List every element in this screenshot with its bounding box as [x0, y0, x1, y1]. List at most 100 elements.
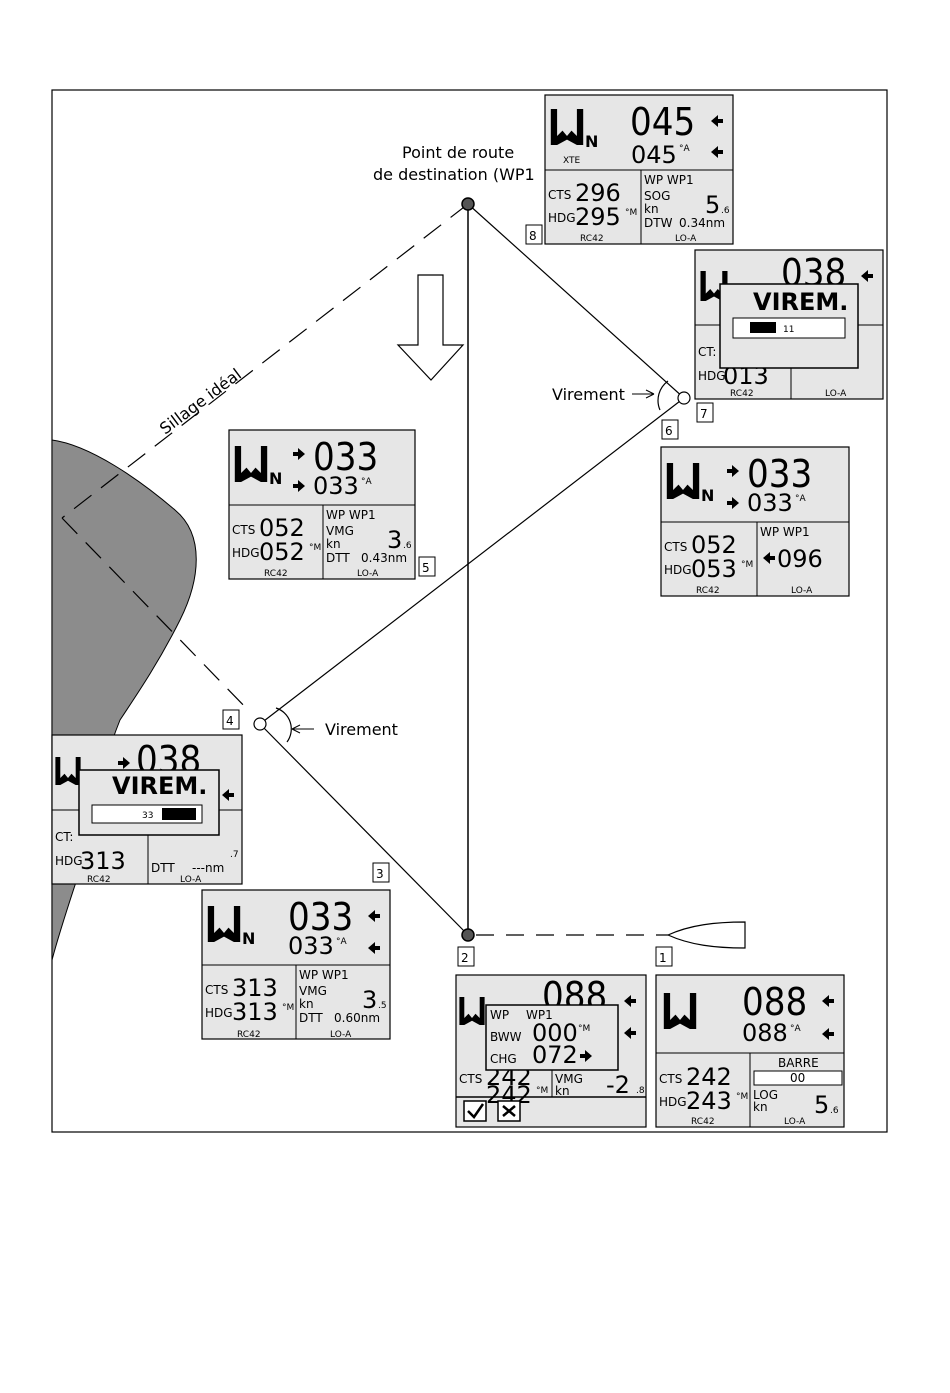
svg-text:RC42: RC42: [696, 586, 720, 596]
display-screen-4: 038 CT: HDG 313 .7 DTT ---nm RC42 LO-A V…: [51, 734, 243, 885]
svg-text:CTS: CTS: [459, 1072, 482, 1086]
svg-text:BWW: BWW: [490, 1030, 522, 1044]
waypoint-label-2: de destination (WP1: [373, 165, 535, 184]
svg-text:045: 045: [631, 141, 677, 169]
svg-text:RC42: RC42: [730, 389, 754, 399]
svg-text:°A: °A: [679, 144, 691, 154]
svg-text:°M: °M: [625, 208, 637, 218]
display-screen-8: N XTE 045 045 °A CTS 296 HDG 295 °M WP W…: [544, 94, 734, 245]
svg-text:N: N: [242, 929, 255, 948]
svg-text:242: 242: [686, 1063, 732, 1091]
step-marker-4: 4: [222, 709, 240, 730]
svg-text:033: 033: [313, 435, 378, 479]
svg-text:N: N: [585, 132, 598, 151]
svg-text:RC42: RC42: [691, 1117, 715, 1127]
svg-text:HDG: HDG: [659, 1095, 687, 1109]
svg-text:.5: .5: [378, 1001, 387, 1011]
svg-text:33: 33: [142, 811, 153, 821]
svg-text:RC42: RC42: [580, 234, 604, 244]
svg-text:HDG: HDG: [548, 211, 576, 225]
svg-text:XTE: XTE: [563, 156, 581, 166]
svg-text:°M: °M: [741, 560, 753, 570]
svg-text:LO-A: LO-A: [357, 569, 379, 579]
svg-text:°M: °M: [536, 1086, 548, 1096]
svg-text:053: 053: [691, 555, 737, 583]
tack-arc-left: [275, 707, 292, 743]
svg-text:HDG: HDG: [55, 854, 83, 868]
svg-text:295: 295: [575, 203, 621, 231]
svg-text:°M: °M: [736, 1092, 748, 1102]
svg-text:0.34nm: 0.34nm: [679, 216, 725, 230]
tack-point-right: [677, 391, 691, 405]
svg-text:CTS: CTS: [659, 1072, 682, 1086]
svg-text:N: N: [701, 486, 714, 505]
tack-pointer-left-head: [291, 724, 301, 734]
svg-text:-2: -2: [606, 1071, 630, 1099]
svg-text:LOG: LOG: [753, 1088, 778, 1102]
svg-text:SOG: SOG: [644, 189, 670, 203]
svg-text:11: 11: [783, 325, 794, 335]
svg-text:0.60nm: 0.60nm: [334, 1011, 380, 1025]
tack-pointer-right-head: [645, 389, 655, 399]
svg-text:313: 313: [232, 998, 278, 1026]
svg-text:VIREM.: VIREM.: [753, 288, 848, 316]
svg-text:096: 096: [777, 545, 823, 573]
svg-text:.6: .6: [721, 206, 730, 216]
cancel-button[interactable]: [497, 1100, 521, 1122]
svg-text:7: 7: [700, 407, 708, 421]
svg-text:CTS: CTS: [205, 983, 228, 997]
svg-text:3: 3: [387, 526, 402, 554]
svg-text:296: 296: [575, 179, 621, 207]
svg-text:LO-A: LO-A: [825, 389, 847, 399]
svg-text:RC42: RC42: [237, 1030, 261, 1040]
svg-text:kn: kn: [555, 1084, 570, 1098]
tack-popup: VIREM. 33: [78, 769, 220, 836]
svg-text:088: 088: [742, 1019, 788, 1047]
svg-text:°M: °M: [282, 1003, 294, 1013]
svg-text:WP WP1: WP WP1: [644, 173, 694, 187]
svg-text:LO-A: LO-A: [180, 875, 202, 885]
svg-text:.6: .6: [830, 1106, 839, 1116]
svg-text:4: 4: [226, 714, 234, 728]
ideal-track-label: Sillage idéal: [156, 365, 245, 439]
svg-text:N: N: [269, 469, 282, 488]
leg-2-4: [259, 723, 469, 936]
tack-point-left: [253, 717, 267, 731]
svg-text:---nm: ---nm: [192, 861, 224, 875]
svg-text:WP WP1: WP WP1: [760, 525, 810, 539]
svg-text:1: 1: [659, 951, 667, 965]
confirm-button[interactable]: [463, 1100, 487, 1122]
svg-text:313: 313: [232, 974, 278, 1002]
display-screen-5: N 033 033 °A CTS 052 HDG 052 °M WP WP1 V…: [228, 429, 416, 580]
waypoint-start: [461, 928, 475, 942]
svg-text:WP1: WP1: [526, 1008, 553, 1022]
svg-text:HDG: HDG: [205, 1006, 233, 1020]
svg-text:RC42: RC42: [264, 569, 288, 579]
waypoint-popup: WP WP1 BWW 000 °M CHG 072: [485, 1004, 619, 1071]
svg-text:VIREM.: VIREM.: [112, 772, 207, 800]
display-screen-3: N 033 033 °A CTS 313 HDG 313 °M WP WP1 V…: [201, 889, 391, 1040]
svg-text:033: 033: [288, 932, 334, 960]
svg-text:VMG: VMG: [326, 524, 354, 538]
step-marker-1: 1: [655, 946, 673, 967]
svg-text:LO-A: LO-A: [791, 586, 813, 596]
leg-4-6: [259, 397, 685, 725]
svg-text:052: 052: [259, 514, 305, 542]
svg-text:°A: °A: [790, 1024, 802, 1034]
svg-text:CTS: CTS: [664, 540, 687, 554]
svg-text:052: 052: [691, 531, 737, 559]
svg-text:2: 2: [461, 951, 469, 965]
svg-text:033: 033: [313, 472, 359, 500]
svg-text:kn: kn: [299, 997, 314, 1011]
tack-label-right: Virement: [552, 385, 625, 404]
svg-text:CHG: CHG: [490, 1052, 517, 1066]
step-marker-8: 8: [525, 224, 543, 245]
display-screen-7: 038 CT: HDG 013 RC42 LO-A VIREM. 11: [694, 249, 884, 400]
svg-text:kn: kn: [326, 537, 341, 551]
svg-text:°A: °A: [336, 937, 348, 947]
svg-text:CTS: CTS: [548, 188, 571, 202]
svg-text:000: 000: [532, 1019, 578, 1047]
step-marker-6: 6: [661, 419, 679, 440]
svg-text:DTT: DTT: [151, 861, 175, 875]
svg-text:LO-A: LO-A: [330, 1030, 352, 1040]
